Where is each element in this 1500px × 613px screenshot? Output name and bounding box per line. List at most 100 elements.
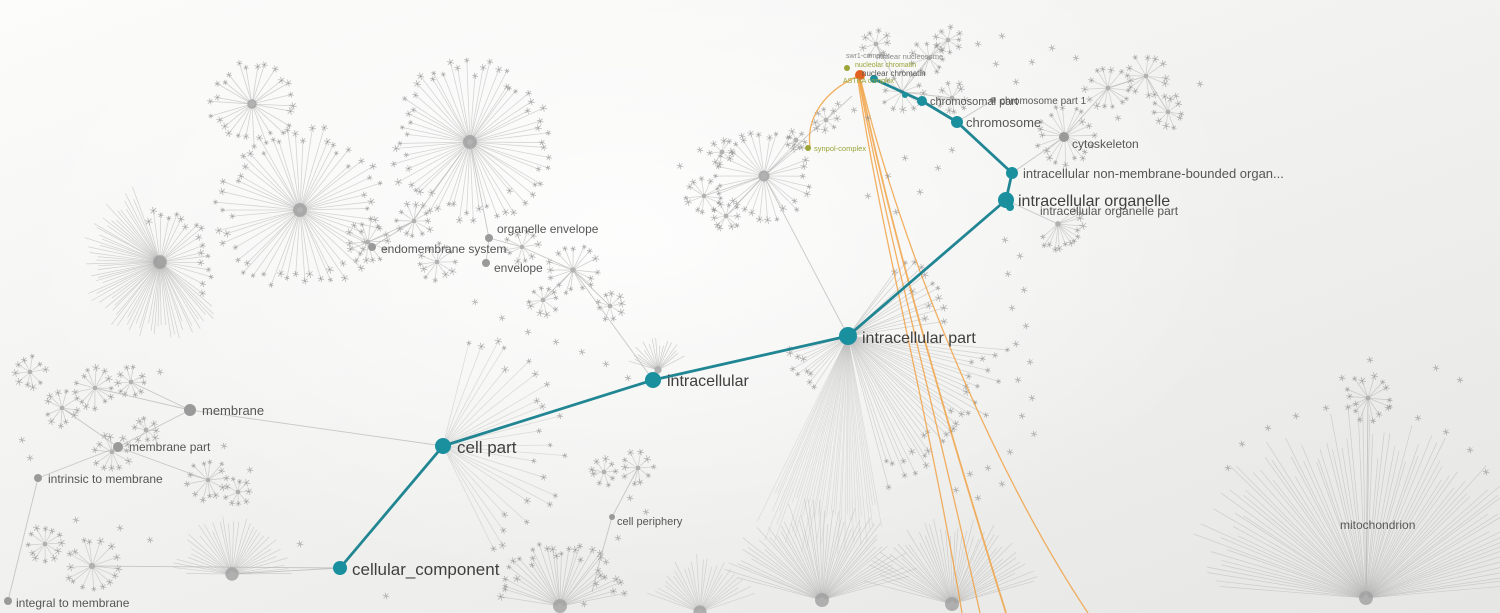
fan-cluster <box>113 364 147 398</box>
asterisk-mark <box>1384 404 1392 412</box>
node-chromosome-part-1[interactable] <box>990 97 996 103</box>
label-intracellular-part[interactable]: intracellular part <box>862 330 976 347</box>
orange-edge <box>858 79 981 613</box>
gray-edge <box>591 559 601 593</box>
fan-cluster <box>588 454 619 488</box>
label-cell-part[interactable]: cell part <box>457 438 517 457</box>
node-chromosomal-part[interactable] <box>917 96 927 106</box>
node-envelope[interactable] <box>482 259 490 267</box>
asterisk-mark <box>834 100 842 108</box>
node-intrinsic-to-membrane[interactable] <box>34 474 42 482</box>
teal-path-edge <box>920 99 959 124</box>
asterisk-mark <box>1432 364 1440 372</box>
node-membrane-part[interactable] <box>113 442 123 452</box>
label-membrane-part[interactable]: membrane part <box>129 440 211 454</box>
label-mitochondrion[interactable]: mitochondrion <box>1340 518 1415 532</box>
node-cluster-hub[interactable] <box>902 92 908 98</box>
asterisk-mark <box>1338 374 1346 382</box>
label-cell-periphery[interactable]: cell periphery <box>617 516 683 528</box>
gray-edge <box>956 99 994 123</box>
asterisk-mark <box>296 540 304 548</box>
node-olive-node-b[interactable] <box>805 145 811 151</box>
asterisk-mark <box>864 114 872 122</box>
asterisk-mark <box>1114 114 1122 122</box>
label-cytoskeleton[interactable]: cytoskeleton <box>1072 137 1139 151</box>
asterisk-mark <box>1322 404 1330 412</box>
gray-edge <box>901 57 930 93</box>
asterisk-mark <box>626 494 634 502</box>
label-chromosome-part-1[interactable]: chromosome part 1 <box>1000 96 1087 107</box>
fan-cluster <box>144 206 214 297</box>
asterisk-mark <box>952 486 960 494</box>
label-intracellular-organelle[interactable]: intracellular organelle <box>1018 193 1170 210</box>
label-chromosomal-part[interactable]: chromosomal part <box>930 96 1018 108</box>
node-cell-part[interactable] <box>435 438 451 454</box>
fan-cluster <box>545 244 601 296</box>
node-olive-node-a[interactable] <box>844 65 850 71</box>
label-integral-to-membrane[interactable]: integral to membrane <box>16 596 130 610</box>
node-intracellular[interactable] <box>645 372 661 388</box>
gray-edge <box>469 141 490 239</box>
label-intracellular-organelle-part[interactable]: intracellular organelle part <box>1040 204 1179 218</box>
label-membrane[interactable]: membrane <box>202 403 264 418</box>
label-envelope[interactable]: envelope <box>494 261 543 275</box>
node-chromatin-hub[interactable] <box>870 75 878 83</box>
node-cytoskeleton[interactable] <box>1059 132 1069 142</box>
label-intrinsic-to-membrane[interactable]: intrinsic to membrane <box>48 472 163 486</box>
asterisk-mark <box>1012 78 1020 86</box>
orange-edge <box>859 79 1007 613</box>
tiny-label-1[interactable]: nuclear nucleosome <box>876 52 943 61</box>
tiny-label-4[interactable]: ASTRA complex <box>843 78 894 85</box>
node-membrane[interactable] <box>184 404 196 416</box>
node-chromosome[interactable] <box>951 116 963 128</box>
gray-edge <box>1365 397 1369 599</box>
node-intracellular-part[interactable] <box>839 327 857 345</box>
node-nucleosome-node[interactable] <box>855 70 865 80</box>
asterisk-mark <box>1001 236 1009 244</box>
orange-edge <box>808 76 857 148</box>
node-integral-to-membrane[interactable] <box>4 597 12 605</box>
fan-cluster <box>417 240 459 284</box>
orange-edge <box>860 80 1089 613</box>
fan-cluster <box>345 215 392 264</box>
node-endomembrane-system[interactable] <box>368 243 376 251</box>
asterisk-mark <box>884 172 892 180</box>
node-non-membrane-organelle[interactable] <box>1006 167 1018 179</box>
asterisk-mark <box>614 534 622 542</box>
gray-edge <box>572 269 611 307</box>
node-cellular-component[interactable] <box>333 561 347 575</box>
asterisk-mark <box>998 480 1006 488</box>
asterisk-sprinkles-layer <box>18 32 1490 608</box>
label-intracellular[interactable]: intracellular <box>667 373 749 390</box>
tiny-label-2[interactable]: nucleolar chromatin <box>855 62 916 69</box>
gray-edge <box>189 409 444 447</box>
gray-edges-layer <box>7 39 1369 602</box>
gray-edge <box>542 269 574 301</box>
label-non-membrane-organelle[interactable]: intracellular non-membrane-bounded organ… <box>1023 166 1284 181</box>
fan-cluster <box>706 136 737 168</box>
gray-edge <box>928 39 949 59</box>
label-organelle-envelope[interactable]: organelle envelope <box>497 222 599 236</box>
asterisk-mark <box>642 508 650 516</box>
tiny-label-3[interactable]: nuclear chromatin <box>862 69 926 78</box>
tiny-label-0[interactable]: swr1-complex <box>846 53 890 60</box>
label-chromosome[interactable]: chromosome <box>966 115 1041 130</box>
node-cell-periphery[interactable] <box>609 514 615 520</box>
asterisk-mark <box>524 328 532 336</box>
label-cellular-component[interactable]: cellular_component <box>352 560 500 579</box>
asterisk-mark <box>916 188 924 196</box>
fan-cluster <box>841 259 948 343</box>
fan-cluster <box>785 127 808 153</box>
label-endomembrane-system[interactable]: endomembrane system <box>381 242 506 256</box>
asterisk-mark <box>1172 92 1180 100</box>
asterisk-mark <box>948 146 956 154</box>
gray-edge <box>1005 199 1059 225</box>
asterisk-mark <box>1048 44 1056 52</box>
node-intracellular-organelle-part[interactable] <box>1006 203 1014 211</box>
gray-edge <box>875 43 903 93</box>
node-organelle-envelope[interactable] <box>485 234 493 242</box>
fan-cluster <box>1034 104 1098 169</box>
tiny-label-5[interactable]: synpol-complex <box>814 144 866 153</box>
